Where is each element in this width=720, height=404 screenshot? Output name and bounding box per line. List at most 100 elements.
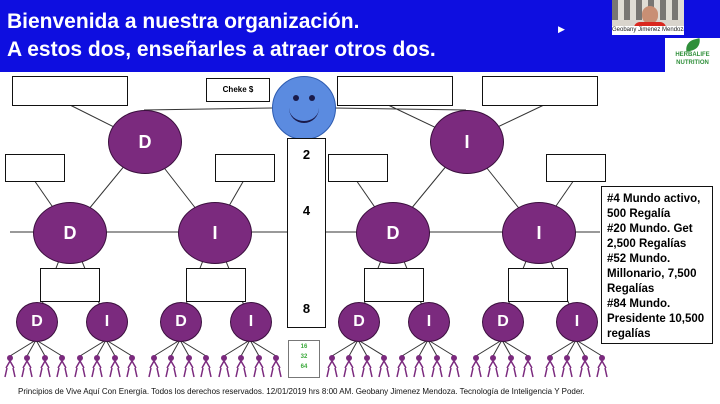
person-body-icon	[253, 359, 265, 378]
downline-link	[549, 339, 577, 357]
label-box	[12, 76, 128, 106]
downline-link	[153, 339, 181, 357]
downline-link	[348, 339, 359, 357]
downline-link	[249, 339, 277, 357]
person-icon	[112, 355, 118, 361]
downline-link	[357, 339, 368, 357]
person-body-icon	[74, 359, 86, 378]
person-icon	[203, 355, 209, 361]
smiley-eye	[293, 95, 299, 101]
slide-title-line2: A estos dos, enseñarles a atraer otros d…	[7, 38, 436, 61]
person-icon	[547, 355, 553, 361]
person-icon	[7, 355, 13, 361]
person-body-icon	[326, 359, 338, 378]
person-icon	[273, 355, 279, 361]
person-body-icon	[200, 359, 212, 378]
person-body-icon	[413, 359, 425, 378]
node-mid-4: I	[502, 202, 576, 264]
downline-number: 16	[300, 344, 308, 350]
downline-link	[501, 339, 529, 357]
node-low-2: I	[86, 302, 128, 342]
person-icon	[256, 355, 262, 361]
growth-column: 2 4 8	[287, 138, 326, 328]
logo-line1: HERBALIFE	[675, 52, 710, 58]
downline-link	[179, 339, 190, 357]
person-body-icon	[561, 359, 573, 378]
downline-link	[401, 339, 429, 357]
downline-link	[35, 339, 46, 357]
downline-link	[26, 339, 37, 357]
downline-link	[105, 339, 133, 357]
person-body-icon	[165, 359, 177, 378]
label-box	[40, 268, 100, 302]
downline-link	[179, 339, 207, 357]
person-icon	[94, 355, 100, 361]
person-icon	[329, 355, 335, 361]
downline-link	[427, 339, 438, 357]
footer-copyright: Principios de Vive Aquí Con Energía. Tod…	[18, 387, 585, 396]
label-box	[546, 154, 606, 182]
label-box	[364, 268, 424, 302]
downline-link	[475, 339, 503, 357]
downline-link	[357, 339, 385, 357]
downline-link	[249, 339, 260, 357]
person-body-icon	[39, 359, 51, 378]
node-low-6: I	[408, 302, 450, 342]
downline-link	[575, 339, 586, 357]
person-body-icon	[596, 359, 608, 378]
person-icon	[381, 355, 387, 361]
person-body-icon	[218, 359, 230, 378]
slide-title-line1: Bienvenida a nuestra organización.	[7, 10, 360, 33]
person-body-icon	[505, 359, 517, 378]
person-body-icon	[235, 359, 247, 378]
person-body-icon	[56, 359, 68, 378]
person-body-icon	[270, 359, 282, 378]
downline-link	[501, 339, 512, 357]
downline-link	[427, 339, 455, 357]
column-number: 4	[302, 203, 311, 218]
person-body-icon	[343, 359, 355, 378]
person-icon	[346, 355, 352, 361]
label-box	[508, 268, 568, 302]
downline-link	[105, 339, 116, 357]
label-box	[337, 76, 453, 106]
person-body-icon	[21, 359, 33, 378]
downline-link	[96, 339, 107, 357]
node-mid-2: I	[178, 202, 252, 264]
person-icon	[168, 355, 174, 361]
node-low-8: I	[556, 302, 598, 342]
label-box	[215, 154, 275, 182]
person-body-icon	[183, 359, 195, 378]
downline-link	[240, 339, 251, 357]
node-low-5: D	[338, 302, 380, 342]
webcam-person-head	[642, 6, 658, 24]
column-number: 8	[302, 301, 311, 316]
node-top-right: I	[430, 110, 504, 174]
person-icon	[364, 355, 370, 361]
person-icon	[59, 355, 65, 361]
person-body-icon	[396, 359, 408, 378]
person-icon	[77, 355, 83, 361]
downline-number: 32	[300, 354, 308, 360]
person-icon	[564, 355, 570, 361]
person-icon	[416, 355, 422, 361]
person-body-icon	[544, 359, 556, 378]
person-body-icon	[448, 359, 460, 378]
herbalife-logo: HERBALIFE NUTRITION	[665, 38, 720, 72]
person-body-icon	[126, 359, 138, 378]
cursor-icon: ▶	[558, 24, 565, 34]
downline-link	[566, 339, 577, 357]
node-low-3: D	[160, 302, 202, 342]
person-body-icon	[579, 359, 591, 378]
title-banner	[0, 0, 720, 72]
person-icon	[24, 355, 30, 361]
node-low-4: I	[230, 302, 272, 342]
person-icon	[186, 355, 192, 361]
logo-line2: NUTRITION	[676, 60, 709, 66]
person-icon	[490, 355, 496, 361]
downline-link	[35, 339, 63, 357]
person-icon	[434, 355, 440, 361]
node-mid-1: D	[33, 202, 107, 264]
label-box	[186, 268, 246, 302]
person-body-icon	[4, 359, 16, 378]
